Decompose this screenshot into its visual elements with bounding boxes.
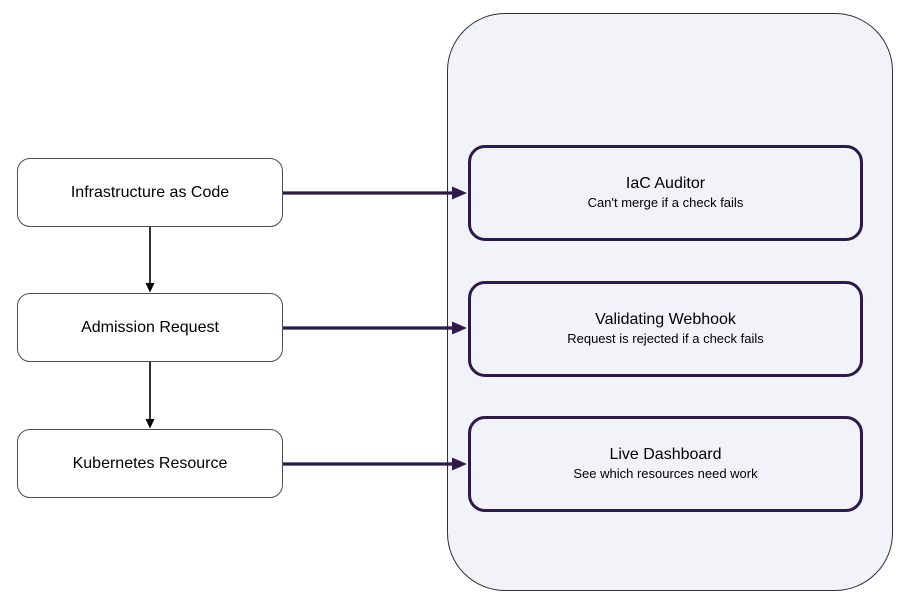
arrow-right-k8s-to-dashboard [283,457,467,471]
node-iac-auditor: IaC Auditor Can't merge if a check fails [468,145,863,241]
arrow-down-admission-to-k8s [145,362,155,429]
node-subtitle: See which resources need work [573,466,758,482]
node-title: Validating Webhook [595,311,736,329]
node-kubernetes-resource: Kubernetes Resource [17,429,283,498]
node-label: Kubernetes Resource [72,454,228,472]
arrow-right-iac-to-auditor [283,186,467,200]
node-label: Admission Request [81,318,219,336]
arrow-down-iac-to-admission [145,227,155,293]
node-title: IaC Auditor [625,175,706,193]
node-live-dashboard: Live Dashboard See which resources need … [468,416,863,512]
node-infrastructure-as-code: Infrastructure as Code [17,158,283,227]
node-subtitle: Request is rejected if a check fails [567,331,764,347]
node-validating-webhook: Validating Webhook Request is rejected i… [468,281,863,377]
arrow-right-admission-to-webhook [283,321,467,335]
node-subtitle: Can't merge if a check fails [587,195,744,211]
node-label: Infrastructure as Code [70,183,230,201]
node-title: Live Dashboard [609,446,722,464]
node-admission-request: Admission Request [17,293,283,362]
